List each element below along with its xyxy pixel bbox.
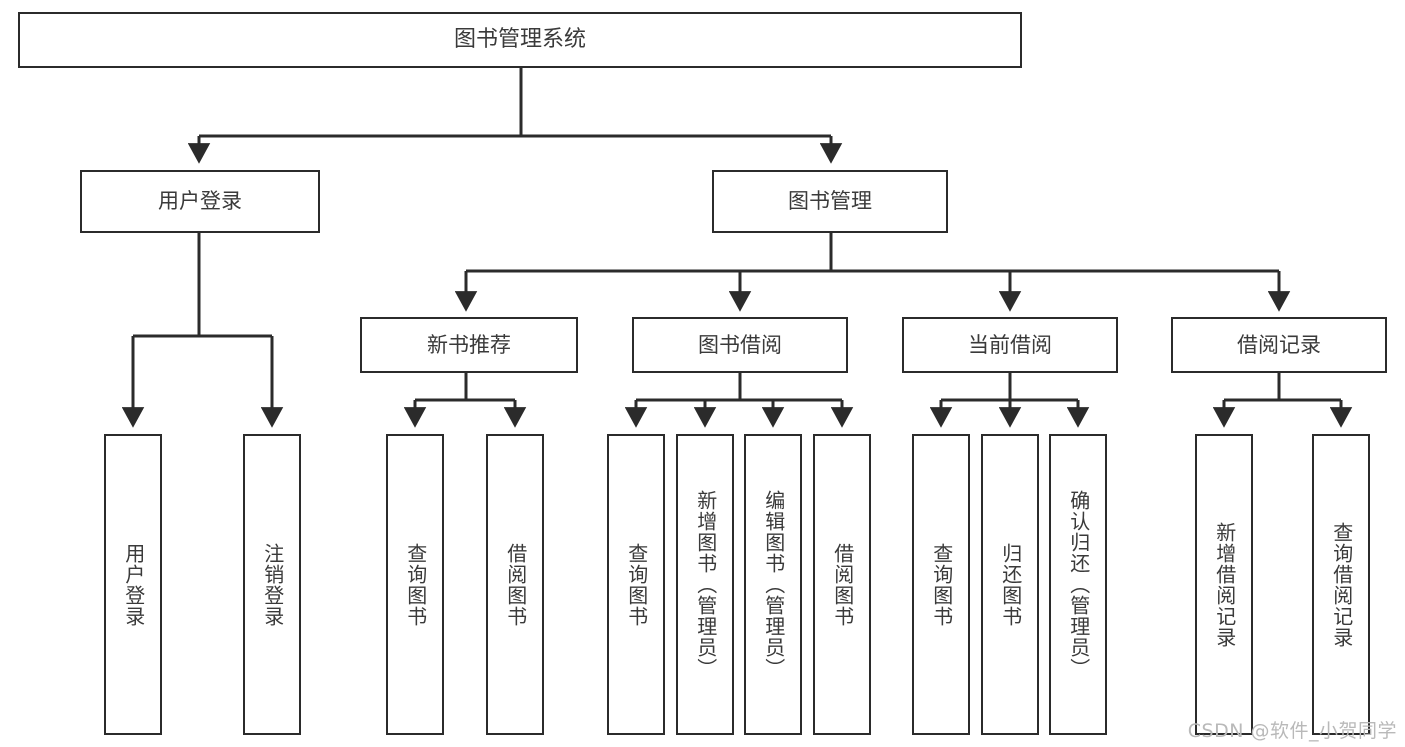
node-label: 查询图书 [624,542,649,627]
leaf-current-return-book[interactable]: 归还图书 [981,434,1039,735]
node-borrow-record[interactable]: 借阅记录 [1171,317,1387,373]
node-label: 编辑图书（管理员） [761,490,786,679]
node-label: 新增借阅记录 [1212,521,1237,648]
node-user-login[interactable]: 用户登录 [80,170,320,233]
node-label: 查询借阅记录 [1329,521,1354,648]
leaf-current-confirm-return-admin[interactable]: 确认归还（管理员） [1049,434,1107,735]
node-label: 注销登录 [260,542,285,627]
node-label: 查询图书 [403,542,428,627]
node-label: 新增图书（管理员） [693,490,718,679]
node-label: 确认归还（管理员） [1066,490,1091,679]
node-label: 图书借阅 [698,332,782,357]
node-new-book-recommend[interactable]: 新书推荐 [360,317,578,373]
node-label: 借阅图书 [830,542,855,627]
leaf-borrow-edit-book-admin[interactable]: 编辑图书（管理员） [744,434,802,735]
node-current-borrow[interactable]: 当前借阅 [902,317,1118,373]
node-book-management[interactable]: 图书管理 [712,170,948,233]
node-label: 借阅记录 [1237,332,1321,357]
node-label: 用户登录 [121,542,146,627]
leaf-borrow-add-book-admin[interactable]: 新增图书（管理员） [676,434,734,735]
leaf-recommend-borrow-book[interactable]: 借阅图书 [486,434,544,735]
node-label: 新书推荐 [427,332,511,357]
node-label: 借阅图书 [503,542,528,627]
node-label: 归还图书 [998,542,1023,627]
node-root-system[interactable]: 图书管理系统 [18,12,1022,68]
node-book-borrow[interactable]: 图书借阅 [632,317,848,373]
leaf-recommend-query-book[interactable]: 查询图书 [386,434,444,735]
leaf-borrow-query-book[interactable]: 查询图书 [607,434,665,735]
leaf-record-add-record[interactable]: 新增借阅记录 [1195,434,1253,735]
leaf-user-login-logout[interactable]: 注销登录 [243,434,301,735]
node-label: 当前借阅 [968,332,1052,357]
node-label: 查询图书 [929,542,954,627]
leaf-record-query-record[interactable]: 查询借阅记录 [1312,434,1370,735]
leaf-current-query-book[interactable]: 查询图书 [912,434,970,735]
node-label: 图书管理系统 [453,27,586,53]
leaf-user-login-login[interactable]: 用户登录 [104,434,162,735]
node-label: 用户登录 [158,189,242,214]
leaf-borrow-borrow-book[interactable]: 借阅图书 [813,434,871,735]
csdn-watermark: CSDN @软件_小贺同学 [1187,720,1397,742]
node-label: 图书管理 [788,189,872,214]
